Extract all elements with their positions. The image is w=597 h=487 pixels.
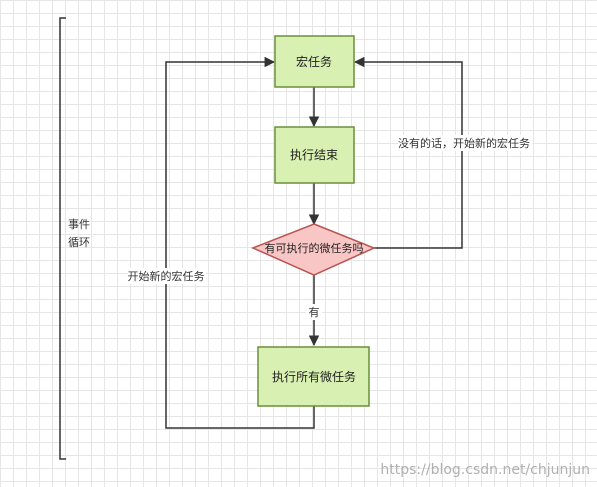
- node-has-micro-decision: [251, 223, 376, 276]
- edge-loop-back-to-macro: [165, 56, 315, 429]
- node-run-all-micro: [257, 346, 370, 407]
- side-label-line2: 循环: [68, 236, 90, 249]
- event-loop-bracket: [59, 17, 66, 460]
- node-macro-task-label: 宏任务: [296, 54, 332, 69]
- watermark: https://blog.csdn.net/chjunjun: [380, 462, 590, 478]
- node-execute-end-label: 执行结束: [290, 148, 338, 162]
- edge-label-yes: 有: [309, 305, 320, 319]
- node-macro-task: [274, 35, 355, 88]
- edge-label-loop: 开始新的宏任务: [128, 269, 205, 283]
- node-run-all-micro-label: 执行所有微任务: [272, 369, 356, 384]
- node-execute-end: [274, 126, 355, 184]
- edge-no-back-to-macro: [353, 56, 463, 249]
- edge-label-no: 没有的话，开始新的宏任务: [398, 136, 530, 150]
- side-label-line1: 事件: [68, 218, 90, 231]
- node-has-micro-label: 有可执行的微任务吗: [265, 241, 364, 255]
